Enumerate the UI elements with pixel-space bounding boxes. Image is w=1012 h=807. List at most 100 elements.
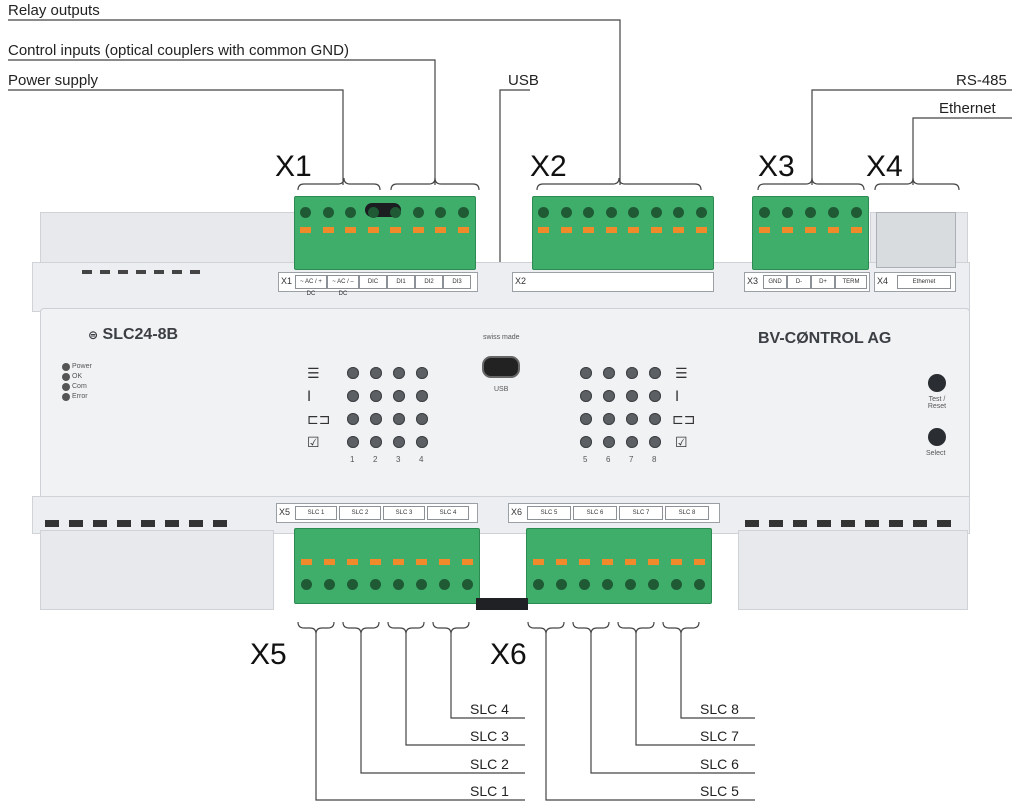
strip-cell: GND <box>763 275 787 289</box>
release-lever[interactable] <box>462 559 473 565</box>
terminal-pin <box>671 579 682 590</box>
release-lever[interactable] <box>533 559 544 565</box>
label-strip-x6: X6 SLC 5 SLC 6 SLC 7 SLC 8 <box>508 503 720 523</box>
terminal-pin <box>462 579 473 590</box>
slc5-label: SLC 5 <box>700 783 739 799</box>
terminal-block-x6[interactable] <box>526 528 712 604</box>
release-lever[interactable] <box>579 559 590 565</box>
vent-top-left <box>82 270 202 274</box>
usb-port[interactable] <box>482 356 520 378</box>
terminal-pin <box>370 579 381 590</box>
release-lever[interactable] <box>390 227 401 233</box>
vent-bottom-left <box>45 520 235 527</box>
release-lever[interactable] <box>828 227 839 233</box>
test-reset-button[interactable] <box>928 374 946 392</box>
release-lever[interactable] <box>851 227 862 233</box>
strip-cell: SLC 4 <box>427 506 469 520</box>
release-lever[interactable] <box>301 559 312 565</box>
relay-closed-icon: Ⅰ <box>307 388 312 404</box>
strip-cell: DI3 <box>443 275 471 289</box>
terminal-pin <box>696 207 707 218</box>
release-lever[interactable] <box>561 227 572 233</box>
release-lever[interactable] <box>439 559 450 565</box>
ethernet-port[interactable] <box>876 212 956 268</box>
release-lever[interactable] <box>370 559 381 565</box>
channel-number: 8 <box>652 455 657 464</box>
terminal-pin <box>602 579 613 590</box>
release-lever[interactable] <box>673 227 684 233</box>
release-lever[interactable] <box>625 559 636 565</box>
com-led <box>62 383 70 391</box>
indicator-dot <box>580 436 592 448</box>
release-lever[interactable] <box>416 559 427 565</box>
indicator-dot <box>416 367 428 379</box>
release-lever[interactable] <box>628 227 639 233</box>
terminal-block-x3[interactable] <box>752 196 869 270</box>
indicator-dot <box>649 390 661 402</box>
release-lever[interactable] <box>368 227 379 233</box>
indicator-dot <box>370 367 382 379</box>
release-lever[interactable] <box>538 227 549 233</box>
terminal-pin <box>393 579 404 590</box>
test-reset-text: Test / Reset <box>927 396 947 410</box>
channel-number: 2 <box>373 455 378 464</box>
terminal-pin <box>323 207 334 218</box>
terminal-pin <box>439 579 450 590</box>
label-strip-x3: X3 GND D- D+ TERM <box>744 272 870 292</box>
release-lever[interactable] <box>458 227 469 233</box>
indicator-dot <box>370 390 382 402</box>
release-lever[interactable] <box>393 559 404 565</box>
indicator-dot <box>393 390 405 402</box>
terminal-block-x2[interactable] <box>532 196 714 270</box>
release-lever[interactable] <box>583 227 594 233</box>
release-lever[interactable] <box>694 559 705 565</box>
release-lever[interactable] <box>324 559 335 565</box>
release-lever[interactable] <box>435 227 446 233</box>
din-rail-clip[interactable] <box>476 598 528 610</box>
label-strip-x4: X4 Ethernet <box>874 272 956 292</box>
release-lever[interactable] <box>651 227 662 233</box>
indicator-dot <box>626 413 638 425</box>
release-lever[interactable] <box>323 227 334 233</box>
indicator-dot <box>626 390 638 402</box>
indicator-dot <box>603 367 615 379</box>
release-lever[interactable] <box>556 559 567 565</box>
status-led-label: Com <box>72 383 87 390</box>
indicator-dot <box>416 413 428 425</box>
release-lever[interactable] <box>759 227 770 233</box>
terminal-block-x1[interactable] <box>294 196 476 270</box>
release-lever[interactable] <box>648 559 659 565</box>
strip-cell: SLC 7 <box>619 506 663 520</box>
release-lever[interactable] <box>300 227 311 233</box>
release-lever[interactable] <box>345 227 356 233</box>
release-lever[interactable] <box>671 559 682 565</box>
terminal-pin <box>435 207 446 218</box>
release-lever[interactable] <box>805 227 816 233</box>
strip-cell: DI2 <box>415 275 443 289</box>
indicator-dot <box>393 367 405 379</box>
connector-x6-label: X6 <box>490 638 527 671</box>
terminal-pin <box>805 207 816 218</box>
strip-cell: Ethernet <box>897 275 951 289</box>
indicator-dot <box>416 436 428 448</box>
strip-cell: DIC <box>359 275 387 289</box>
strip-tag-x6: X6 <box>511 507 523 517</box>
release-lever[interactable] <box>602 559 613 565</box>
terminal-pin <box>606 207 617 218</box>
release-lever[interactable] <box>782 227 793 233</box>
release-lever[interactable] <box>606 227 617 233</box>
checkbox-icon: ☑ <box>307 434 320 450</box>
ok-led <box>62 373 70 381</box>
indicator-dot <box>580 390 592 402</box>
terminal-pin <box>390 207 401 218</box>
terminal-pin <box>368 207 379 218</box>
terminal-pin <box>782 207 793 218</box>
select-button[interactable] <box>928 428 946 446</box>
connector-x1-label: X1 <box>275 150 312 183</box>
release-lever[interactable] <box>696 227 707 233</box>
terminal-pin <box>416 579 427 590</box>
release-lever[interactable] <box>347 559 358 565</box>
terminal-block-x5[interactable] <box>294 528 480 604</box>
release-lever[interactable] <box>413 227 424 233</box>
slc8-label: SLC 8 <box>700 701 739 717</box>
